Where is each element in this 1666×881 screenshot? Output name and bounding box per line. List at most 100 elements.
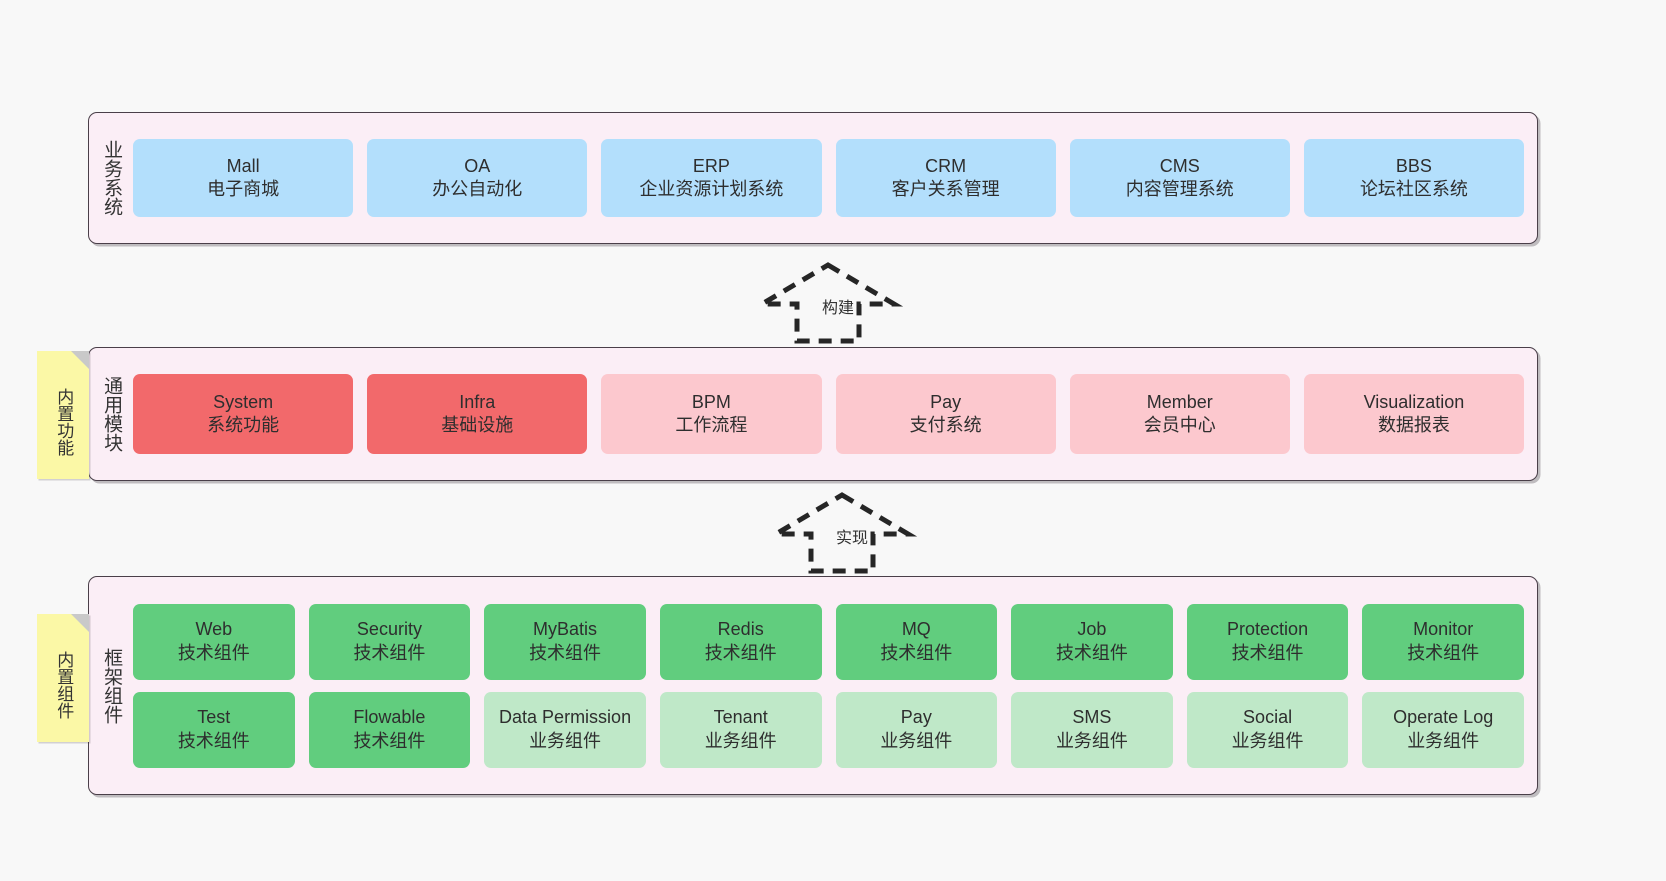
card-redis[interactable]: Redis 技术组件 [659, 603, 822, 680]
card-title-en: Redis [717, 619, 764, 640]
card-pay-module[interactable]: Pay 支付系统 [835, 374, 1056, 454]
card-title-cn: 数据报表 [1377, 415, 1450, 435]
sticky-note-label: 内置功能 [54, 388, 74, 456]
card-title-cn: 工作流程 [675, 415, 748, 435]
card-cms[interactable]: CMS 内容管理系统 [1069, 139, 1290, 217]
card-title-cn: 业务组件 [1407, 730, 1480, 751]
card-flowable[interactable]: Flowable 技术组件 [308, 691, 471, 768]
layer-body-framework: Web 技术组件 Security 技术组件 MyBatis 技术组件 Redi… [133, 577, 1537, 794]
sticky-note-builtin-components: 内置组件 [37, 614, 89, 742]
card-row: System 系统功能 Infra 基础设施 BPM 工作流程 Pay 支付系统… [133, 374, 1525, 454]
hollow-arrow-up-icon [752, 262, 904, 344]
card-title-cn: 业务组件 [529, 730, 602, 751]
card-title-en: ERP [692, 155, 730, 176]
card-web[interactable]: Web 技术组件 [133, 603, 295, 680]
card-title-en: Pay [900, 707, 932, 728]
card-title-cn: 系统功能 [207, 415, 280, 435]
card-erp[interactable]: ERP 企业资源计划系统 [601, 139, 822, 217]
arrow-build: 构建 [752, 262, 904, 344]
card-social[interactable]: Social 业务组件 [1186, 691, 1349, 768]
card-title-en: MQ [901, 619, 931, 640]
layer-business-systems: 业务系统 Mall 电子商城 OA 办公自动化 ERP 企业资源计划系统 CRM… [88, 112, 1538, 244]
card-title-cn: 技术组件 [1407, 642, 1480, 663]
card-title-cn: 业务组件 [880, 730, 953, 751]
hollow-arrow-up-icon [766, 492, 918, 574]
card-title-cn: 技术组件 [704, 642, 777, 663]
layer-title-business: 业务系统 [101, 140, 123, 216]
card-crm[interactable]: CRM 客户关系管理 [835, 139, 1056, 217]
card-title-en: Protection [1227, 619, 1309, 640]
card-test[interactable]: Test 技术组件 [133, 691, 295, 768]
card-title-en: Infra [459, 391, 496, 412]
card-sms[interactable]: SMS 业务组件 [1011, 691, 1173, 768]
card-mq[interactable]: MQ 技术组件 [835, 603, 998, 680]
card-title-cn: 客户关系管理 [891, 179, 1000, 199]
card-operate-log[interactable]: Operate Log 业务组件 [1362, 691, 1524, 768]
arrow-label-implement: 实现 [834, 524, 871, 548]
card-title-en: BBS [1395, 155, 1432, 176]
card-title-en: Social [1243, 707, 1293, 728]
card-title-cn: 电子商城 [207, 179, 280, 199]
card-tenant[interactable]: Tenant 业务组件 [659, 691, 822, 768]
card-title-cn: 技术组件 [1055, 642, 1128, 663]
card-title-en: MyBatis [533, 619, 598, 640]
card-bpm[interactable]: BPM 工作流程 [601, 374, 822, 454]
card-title-cn: 技术组件 [1231, 642, 1304, 663]
card-title-cn: 企业资源计划系统 [639, 179, 784, 199]
card-member[interactable]: Member 会员中心 [1069, 374, 1290, 454]
card-title-cn: 技术组件 [529, 642, 602, 663]
card-title-cn: 会员中心 [1143, 415, 1216, 435]
card-protection[interactable]: Protection 技术组件 [1186, 603, 1349, 680]
layer-title-framework: 框架组件 [101, 647, 123, 724]
arrow-label-build: 构建 [820, 294, 857, 318]
card-title-cn: 内容管理系统 [1125, 179, 1234, 199]
sticky-note-label: 内置组件 [54, 651, 74, 719]
card-title-cn: 技术组件 [353, 642, 426, 663]
card-oa[interactable]: OA 办公自动化 [367, 139, 588, 217]
card-title-en: Monitor [1413, 619, 1474, 640]
card-title-en: System [213, 391, 274, 412]
card-job[interactable]: Job 技术组件 [1011, 603, 1173, 680]
card-title-en: CRM [925, 155, 967, 176]
layer-body-business: Mall 电子商城 OA 办公自动化 ERP 企业资源计划系统 CRM 客户关系… [133, 113, 1537, 243]
card-system[interactable]: System 系统功能 [133, 374, 354, 454]
card-title-cn: 办公自动化 [432, 179, 523, 199]
card-mybatis[interactable]: MyBatis 技术组件 [484, 603, 646, 680]
card-bbs[interactable]: BBS 论坛社区系统 [1303, 139, 1525, 217]
layer-body-modules: System 系统功能 Infra 基础设施 BPM 工作流程 Pay 支付系统… [133, 348, 1537, 480]
card-title-en: Tenant [713, 707, 768, 728]
card-title-en: Pay [930, 391, 962, 412]
card-title-cn: 基础设施 [441, 415, 514, 435]
card-visualization[interactable]: Visualization 数据报表 [1303, 374, 1525, 454]
card-security[interactable]: Security 技术组件 [308, 603, 471, 680]
card-title-en: Job [1077, 619, 1107, 640]
layer-framework-components: 框架组件 Web 技术组件 Security 技术组件 MyBatis 技术组件… [88, 576, 1538, 795]
card-mall[interactable]: Mall 电子商城 [133, 139, 354, 217]
card-row: Test 技术组件 Flowable 技术组件 Data Permission … [133, 691, 1524, 768]
card-title-en: SMS [1072, 707, 1112, 728]
card-title-cn: 业务组件 [1055, 730, 1128, 751]
card-title-cn: 支付系统 [909, 415, 982, 435]
card-title-cn: 技术组件 [177, 642, 250, 663]
card-title-cn: 业务组件 [704, 730, 777, 751]
card-title-cn: 业务组件 [1231, 730, 1304, 751]
card-title-en: Web [195, 619, 233, 640]
card-title-en: Test [197, 707, 231, 728]
arrow-implement: 实现 [766, 492, 918, 574]
layer-title-modules: 通用模块 [101, 376, 123, 452]
layer-common-modules: 通用模块 System 系统功能 Infra 基础设施 BPM 工作流程 Pay… [88, 347, 1538, 481]
card-title-en: OA [464, 155, 491, 176]
card-title-en: Member [1146, 391, 1213, 412]
card-title-cn: 论坛社区系统 [1359, 179, 1468, 199]
card-row: Mall 电子商城 OA 办公自动化 ERP 企业资源计划系统 CRM 客户关系… [133, 139, 1525, 217]
card-pay-component[interactable]: Pay 业务组件 [835, 691, 998, 768]
card-title-en: BPM [691, 391, 731, 412]
card-title-cn: 技术组件 [353, 730, 426, 751]
card-title-en: CMS [1159, 155, 1200, 176]
card-monitor[interactable]: Monitor 技术组件 [1362, 603, 1524, 680]
card-infra[interactable]: Infra 基础设施 [367, 374, 588, 454]
card-data-permission[interactable]: Data Permission 业务组件 [484, 691, 646, 768]
card-row: Web 技术组件 Security 技术组件 MyBatis 技术组件 Redi… [133, 603, 1524, 680]
card-title-en: Data Permission [499, 707, 632, 728]
